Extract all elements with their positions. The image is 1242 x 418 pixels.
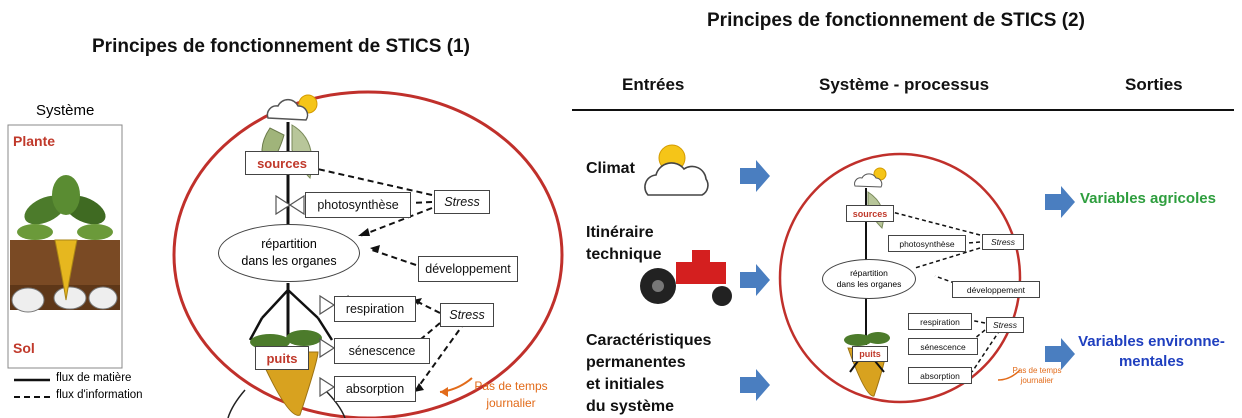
mini-photosynthese-box: photosynthèse: [888, 235, 966, 252]
system-box: [7, 124, 123, 369]
mini-repartition-ellipse: répartition dans les organes: [822, 259, 916, 299]
photosynthese-box: photosynthèse: [305, 192, 411, 218]
mini-puits-box: puits: [852, 346, 888, 362]
process-circle-left: [172, 90, 564, 418]
legend-information: flux d'information: [56, 389, 143, 401]
repartition-ellipse: répartition dans les organes: [218, 224, 360, 282]
sol-label: Sol: [13, 340, 35, 356]
pas-de-temps-label: Pas de temps journalier: [474, 379, 548, 410]
mini-pas-de-temps-label: Pas de temps journalier: [1012, 366, 1062, 385]
process-circle-right: [778, 152, 1022, 404]
header-sorties: Sorties: [1125, 75, 1183, 94]
input-itineraire: Itinéraire technique: [586, 224, 662, 263]
output-agricoles: Variables agricoles: [1080, 190, 1216, 207]
mini-absorption-box: absorption: [908, 367, 972, 384]
puits-box: puits: [255, 346, 309, 370]
climate-icon: [644, 144, 709, 196]
senescence-box: sénescence: [334, 338, 430, 364]
tractor-icon: [640, 250, 732, 306]
mini-sources-box: sources: [846, 205, 894, 222]
mini-respiration-box: respiration: [908, 313, 972, 330]
respiration-box: respiration: [334, 296, 416, 322]
mini-senescence-box: sénescence: [908, 338, 978, 355]
mini-sun-cloud-icon: [854, 167, 887, 188]
header-systeme: Système - processus: [819, 75, 990, 94]
header-entrees: Entrées: [622, 75, 685, 94]
stress-box-bottom: Stress: [440, 303, 494, 327]
absorption-box: absorption: [334, 376, 416, 402]
plante-label: Plante: [13, 133, 56, 149]
legend-matiere: flux de matière: [56, 372, 132, 384]
stress-box-top: Stress: [434, 190, 490, 214]
developpement-box: développement: [418, 256, 518, 282]
left-title: Principes de fonctionnement de STICS (1): [92, 36, 470, 57]
systeme-label: Système: [36, 102, 95, 119]
mini-developpement-box: développement: [952, 281, 1040, 298]
output-environnementales: Variables environne- mentales: [1078, 333, 1225, 370]
sources-box: sources: [245, 151, 319, 175]
right-title: Principes de fonctionnement de STICS (2): [707, 10, 1085, 31]
input-caracteristiques: Caractéristiques permanentes et initiale…: [586, 332, 712, 415]
mini-stress-box-bottom: Stress: [986, 317, 1024, 333]
blue-arrows: [740, 160, 1075, 401]
input-climat: Climat: [586, 160, 635, 177]
mini-stress-box-top: Stress: [982, 234, 1024, 250]
sun-cloud-icon: [266, 94, 318, 121]
